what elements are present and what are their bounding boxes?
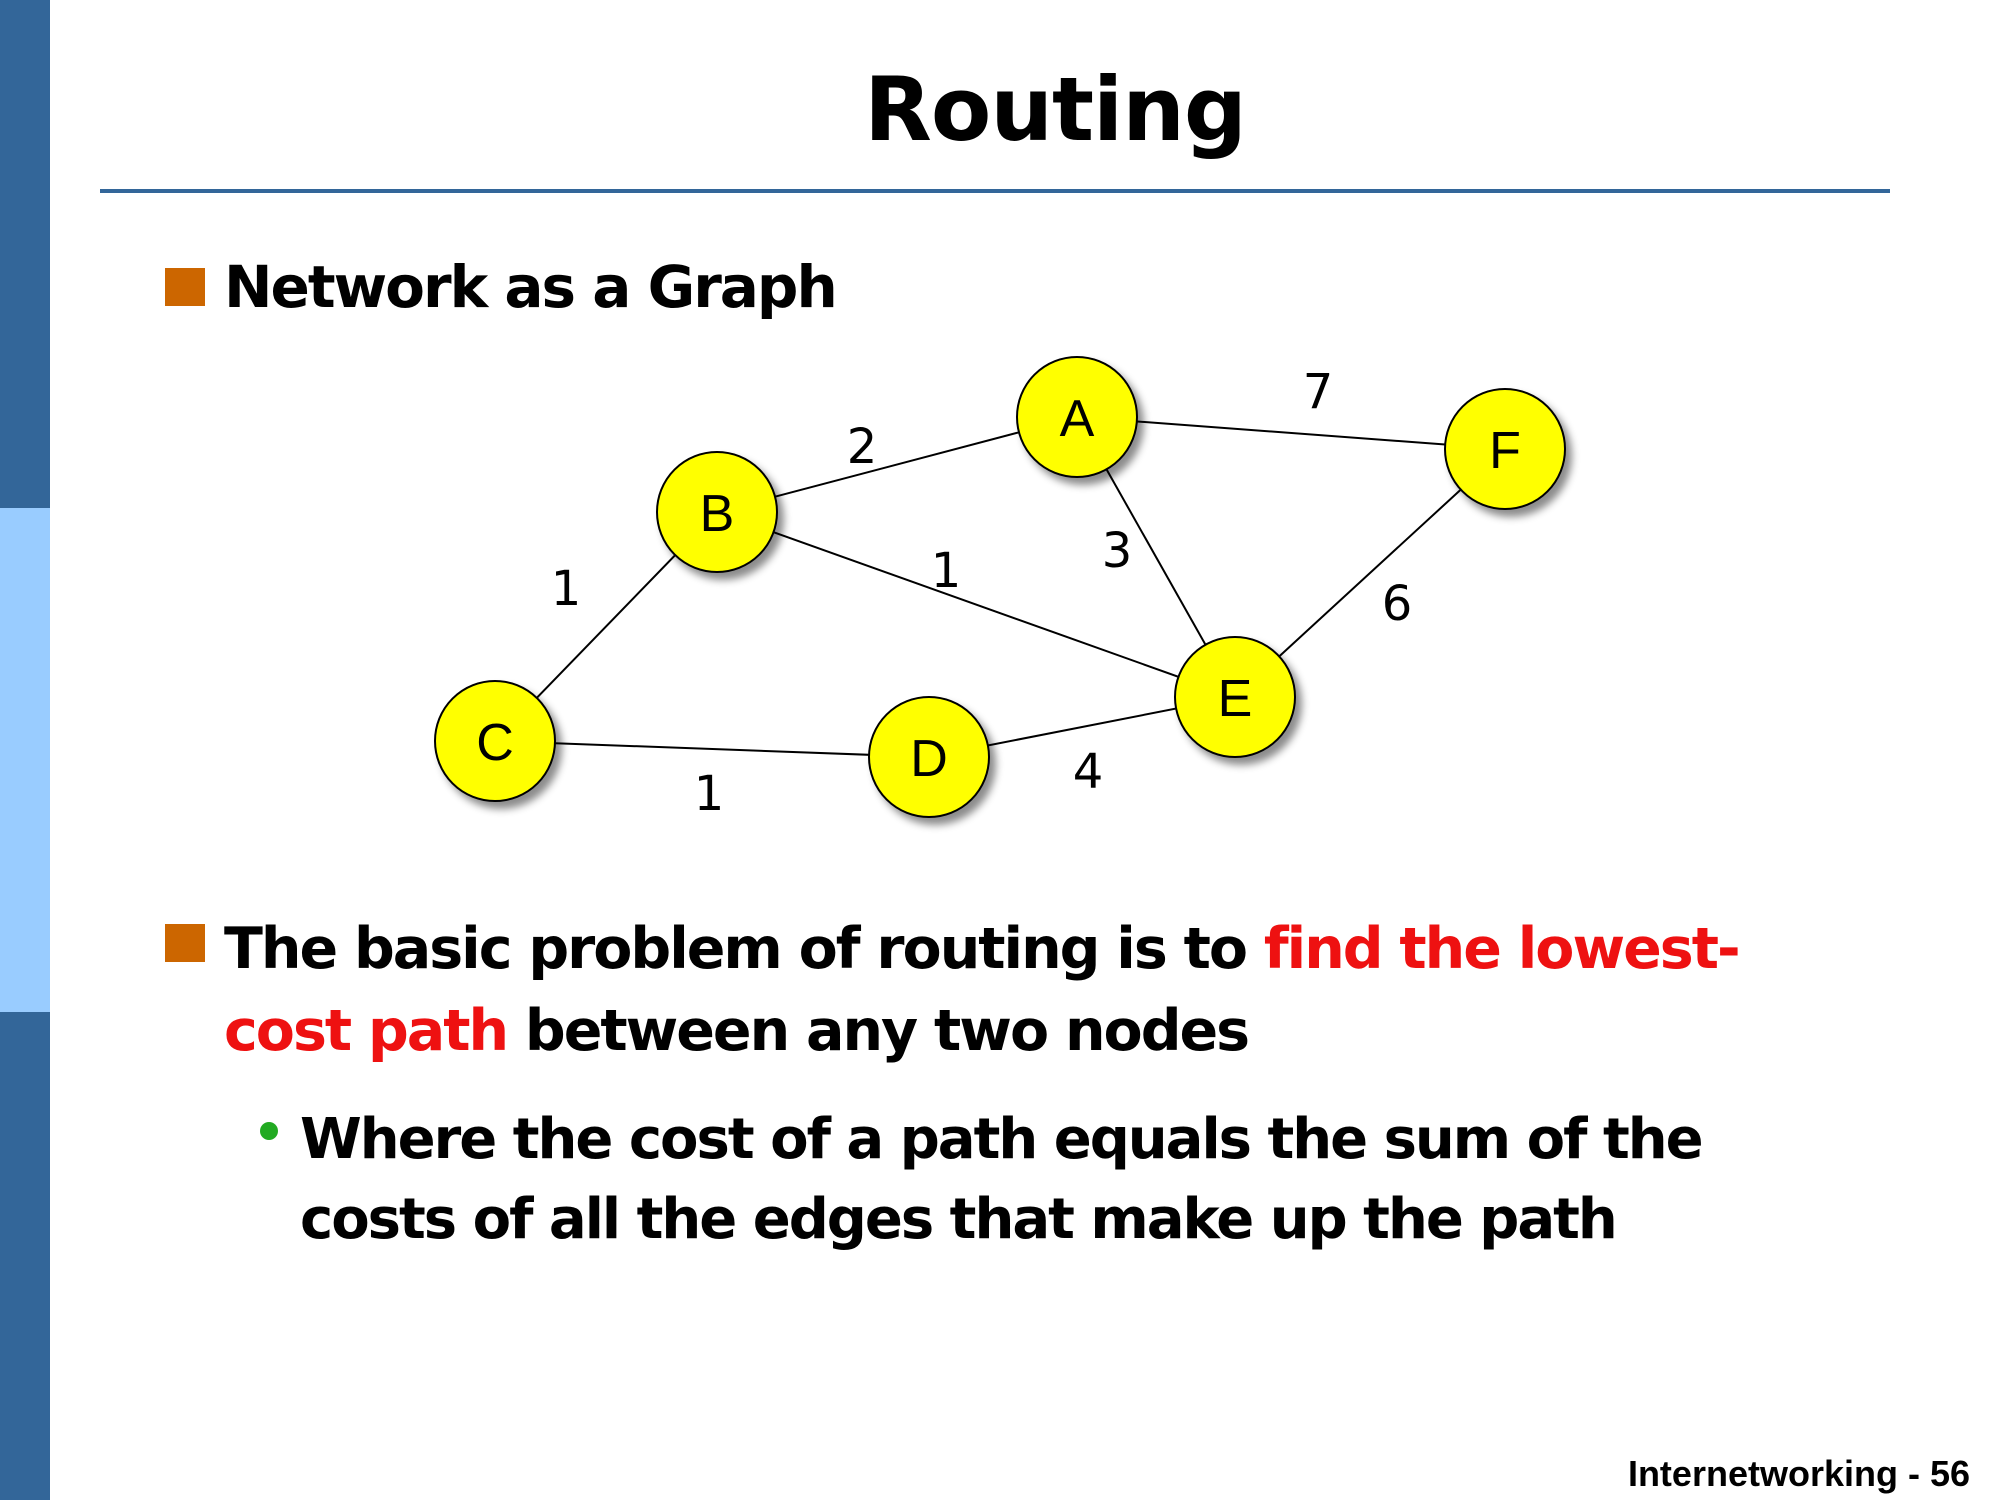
page-title: Routing bbox=[864, 58, 1247, 161]
edge-cost-label-E-F: 6 bbox=[1382, 576, 1413, 632]
edge-cost-label-C-D: 1 bbox=[694, 766, 725, 822]
node-label-D: D bbox=[910, 730, 948, 788]
node-label-F: F bbox=[1489, 422, 1521, 480]
node-E: E bbox=[1174, 636, 1296, 758]
node-circle-A bbox=[1016, 356, 1138, 478]
bullet-routing-highlight: find the lowest-cost path bbox=[224, 916, 1741, 1064]
edge-A-F bbox=[1076, 416, 1506, 450]
edge-cost-label-B-A: 2 bbox=[847, 419, 878, 475]
sub-bullet-path-cost: Where the cost of a path equals the sum … bbox=[300, 1107, 1704, 1252]
sidebar-accent bbox=[0, 0, 50, 1500]
node-label-A: A bbox=[1060, 390, 1095, 448]
node-label-C: C bbox=[476, 714, 514, 772]
edge-cost-label-B-C: 1 bbox=[551, 561, 582, 617]
edge-cost-label-A-E: 3 bbox=[1102, 523, 1133, 579]
bullet-routing-text-1: The basic problem of routing is to bbox=[224, 916, 1264, 982]
node-A: A bbox=[1016, 356, 1138, 478]
node-circle-C bbox=[434, 680, 556, 802]
node-B: B bbox=[656, 451, 778, 573]
node-label-E: E bbox=[1218, 670, 1253, 728]
node-circle-E bbox=[1174, 636, 1296, 758]
edge-B-E bbox=[716, 511, 1236, 698]
bullet-routing-problem: The basic problem of routing is to find … bbox=[224, 908, 1844, 1072]
title-divider bbox=[100, 189, 1890, 193]
bullet-routing-text-2: between any two nodes bbox=[507, 998, 1250, 1064]
node-D: D bbox=[868, 696, 990, 818]
bullet-square-icon bbox=[165, 268, 205, 306]
edge-cost-label-A-F: 7 bbox=[1303, 364, 1334, 420]
node-circle-B bbox=[656, 451, 778, 573]
sub-bullet-dot-icon bbox=[260, 1122, 278, 1140]
edge-C-D bbox=[494, 740, 930, 758]
edge-cost-label-B-E: 1 bbox=[931, 543, 962, 599]
node-C: C bbox=[434, 680, 556, 802]
sidebar-light-middle bbox=[0, 508, 50, 1012]
node-circle-D bbox=[868, 696, 990, 818]
node-label-B: B bbox=[700, 485, 735, 543]
edge-E-F bbox=[1234, 448, 1506, 698]
node-F: F bbox=[1444, 388, 1566, 510]
edge-B-A bbox=[716, 416, 1078, 513]
bullet-square-icon bbox=[165, 924, 205, 962]
edge-cost-label-D-E: 4 bbox=[1073, 744, 1104, 800]
sidebar-dark-bottom bbox=[0, 1012, 50, 1500]
node-circle-F bbox=[1444, 388, 1566, 510]
bullet-network-as-graph: Network as a Graph bbox=[224, 253, 838, 321]
sidebar-dark-top bbox=[0, 0, 50, 508]
footer-page-label: Internetworking - 56 bbox=[1627, 1453, 1970, 1494]
